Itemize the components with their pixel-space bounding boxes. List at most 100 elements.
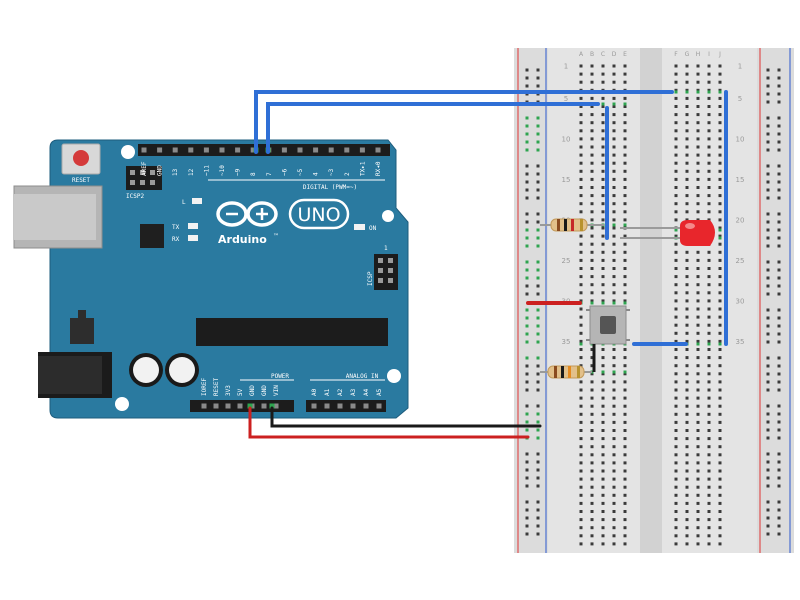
breadboard-hole — [590, 161, 594, 165]
breadboard-hole — [696, 534, 700, 538]
analog-pin-label: A0 — [311, 388, 318, 396]
breadboard-hole — [601, 437, 605, 441]
breadboard-hole — [685, 526, 689, 530]
dc-power-jack-inner — [38, 356, 102, 394]
breadboard-hole — [685, 542, 689, 546]
rail-hole — [525, 332, 529, 336]
breadboard-hole — [623, 542, 627, 546]
breadboard-hole — [696, 129, 700, 133]
breadboard-hole-connected — [718, 90, 722, 94]
board-pcb — [49, 139, 409, 419]
rail-hole — [536, 372, 540, 376]
breadboard-hole — [601, 96, 605, 100]
breadboard-hole-connected — [707, 90, 711, 94]
breadboard-hole — [718, 339, 722, 343]
rail-hole — [525, 228, 529, 232]
breadboard-hole — [612, 210, 616, 214]
rail-hole — [525, 404, 529, 408]
rail-hole — [536, 468, 540, 472]
breadboard-hole — [590, 177, 594, 181]
breadboard-hole — [623, 396, 627, 400]
rail-hole — [766, 100, 770, 104]
rail-hole — [525, 132, 529, 136]
breadboard-hole — [696, 388, 700, 392]
breadboard-hole — [579, 501, 583, 505]
rail-hole — [536, 220, 540, 224]
breadboard-hole — [579, 429, 583, 432]
breadboard-hole — [623, 437, 627, 441]
breadboard-hole — [601, 113, 605, 117]
breadboard-hole-connected — [612, 301, 616, 305]
breadboard-hole — [590, 226, 594, 230]
breadboard-hole — [612, 161, 616, 165]
led-l-label: L — [182, 199, 186, 206]
breadboard-hole — [579, 469, 583, 473]
breadboard-hole — [674, 80, 678, 84]
rail-hole — [777, 356, 781, 360]
breadboard-hole — [718, 493, 722, 497]
breadboard-hole — [718, 477, 722, 481]
breadboard-hole — [601, 177, 605, 181]
breadboard-hole — [590, 542, 594, 546]
power-pin-hole — [237, 403, 243, 409]
breadboard-hole — [612, 542, 616, 546]
breadboard-hole — [612, 96, 616, 100]
rail-hole — [525, 380, 529, 384]
breadboard-hole — [623, 372, 627, 376]
rail-hole — [536, 316, 540, 320]
breadboard-hole — [685, 177, 689, 181]
rail-hole — [525, 140, 529, 144]
breadboard-hole — [674, 105, 678, 108]
rail-hole — [525, 76, 529, 80]
rail-hole — [525, 84, 529, 88]
rail-hole — [766, 388, 770, 392]
breadboard-hole — [674, 275, 678, 279]
breadboard-hole — [707, 202, 711, 206]
digital-pin-hole — [297, 147, 303, 153]
breadboard-hole — [623, 161, 627, 165]
rail-hole — [525, 260, 529, 264]
breadboard-hole — [579, 437, 583, 441]
breadboard-hole — [718, 364, 722, 368]
breadboard-hole — [612, 493, 616, 497]
rail-hole — [766, 404, 770, 408]
rail-hole — [777, 68, 781, 72]
breadboard-hole — [623, 404, 627, 408]
rail-hole — [766, 172, 770, 176]
breadboard-hole — [601, 534, 605, 538]
rail-hole — [536, 516, 540, 520]
breadboard-hole — [707, 177, 711, 181]
rail-hole — [766, 524, 770, 528]
reset-button-cap[interactable] — [73, 150, 89, 166]
breadboard-column-label: C — [601, 51, 605, 58]
breadboard-hole — [696, 258, 700, 262]
breadboard-hole — [718, 275, 722, 279]
breadboard-hole — [674, 364, 678, 368]
breadboard-hole — [685, 275, 689, 279]
breadboard-hole — [590, 461, 594, 465]
power-pin-label: RESET — [213, 378, 220, 396]
breadboard-hole — [612, 258, 616, 262]
breadboard-column-label: B — [590, 51, 594, 58]
rail-hole — [766, 268, 770, 272]
breadboard-hole — [718, 242, 722, 246]
icsp2-label: ICSP2 — [126, 193, 144, 200]
rail-hole — [536, 404, 540, 408]
capacitor-top — [169, 357, 195, 383]
header-pin — [388, 258, 393, 263]
breadboard-hole — [674, 526, 678, 530]
analog-pin-hole — [363, 403, 369, 409]
breadboard-hole — [590, 129, 594, 133]
breadboard-hole — [623, 283, 627, 287]
breadboard-hole — [623, 275, 627, 279]
digital-pin-label: ~9 — [235, 168, 242, 176]
breadboard-hole — [696, 80, 700, 84]
breadboard-hole — [579, 526, 583, 530]
breadboard-hole — [601, 202, 605, 206]
rail-hole — [777, 132, 781, 136]
icsp2-header — [126, 166, 162, 190]
led-tx — [188, 223, 198, 229]
breadboard-hole — [685, 64, 689, 68]
led-highlight — [685, 223, 695, 229]
breadboard-hole — [579, 202, 583, 206]
